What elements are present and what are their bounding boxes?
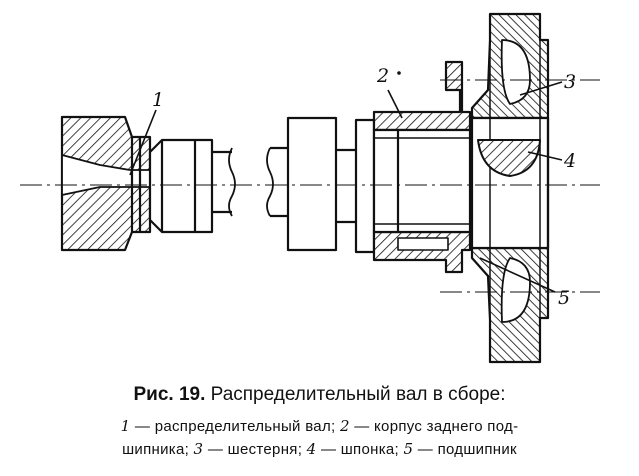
legend-text: — распределительный вал; <box>130 418 340 435</box>
leader-line-1 <box>129 109 157 176</box>
figure-title: Распределительный вал в сборе: <box>210 384 506 405</box>
shaft-journal <box>148 138 236 234</box>
legend-line-2: шипника; 3 — шестерня; 4 — шпонка; 5 — п… <box>0 440 639 458</box>
legend-line-1: 1 — распределительный вал; 2 — корпус за… <box>0 417 639 435</box>
legend-text: шипника; <box>122 441 194 458</box>
leader-line-2 <box>387 89 403 119</box>
callout-4: 4 <box>563 150 576 172</box>
legend-num: 2 <box>339 417 350 435</box>
camshaft-assembly-drawing: 1 2 3 4 5 <box>20 12 600 364</box>
callout-2: 2 <box>376 65 389 87</box>
leader-line-4 <box>527 151 563 161</box>
legend-text: — шпонка; <box>316 441 404 458</box>
legend-num: 1 <box>120 417 131 435</box>
figure-label: Рис. 19. <box>133 384 206 405</box>
callout-1: 1 <box>152 89 164 111</box>
key <box>397 139 541 251</box>
figure-caption: Рис. 19. Распределительный вал в сборе: <box>0 384 639 406</box>
legend-text: — корпус заднего под- <box>349 418 519 435</box>
callout-2-dot <box>397 71 401 75</box>
callout-5: 5 <box>558 287 570 309</box>
legend-text: — шестерня; <box>203 441 307 458</box>
leader-line-5 <box>479 257 556 293</box>
shaft-front-end <box>60 115 152 252</box>
legend-num: 3 <box>193 440 204 458</box>
callout-3: 3 <box>564 71 576 93</box>
leader-line-3 <box>519 81 563 96</box>
legend-num: 5 <box>403 440 414 458</box>
legend-num: 4 <box>306 440 317 458</box>
gear <box>470 12 550 364</box>
legend-text: — подшипник <box>413 441 517 458</box>
